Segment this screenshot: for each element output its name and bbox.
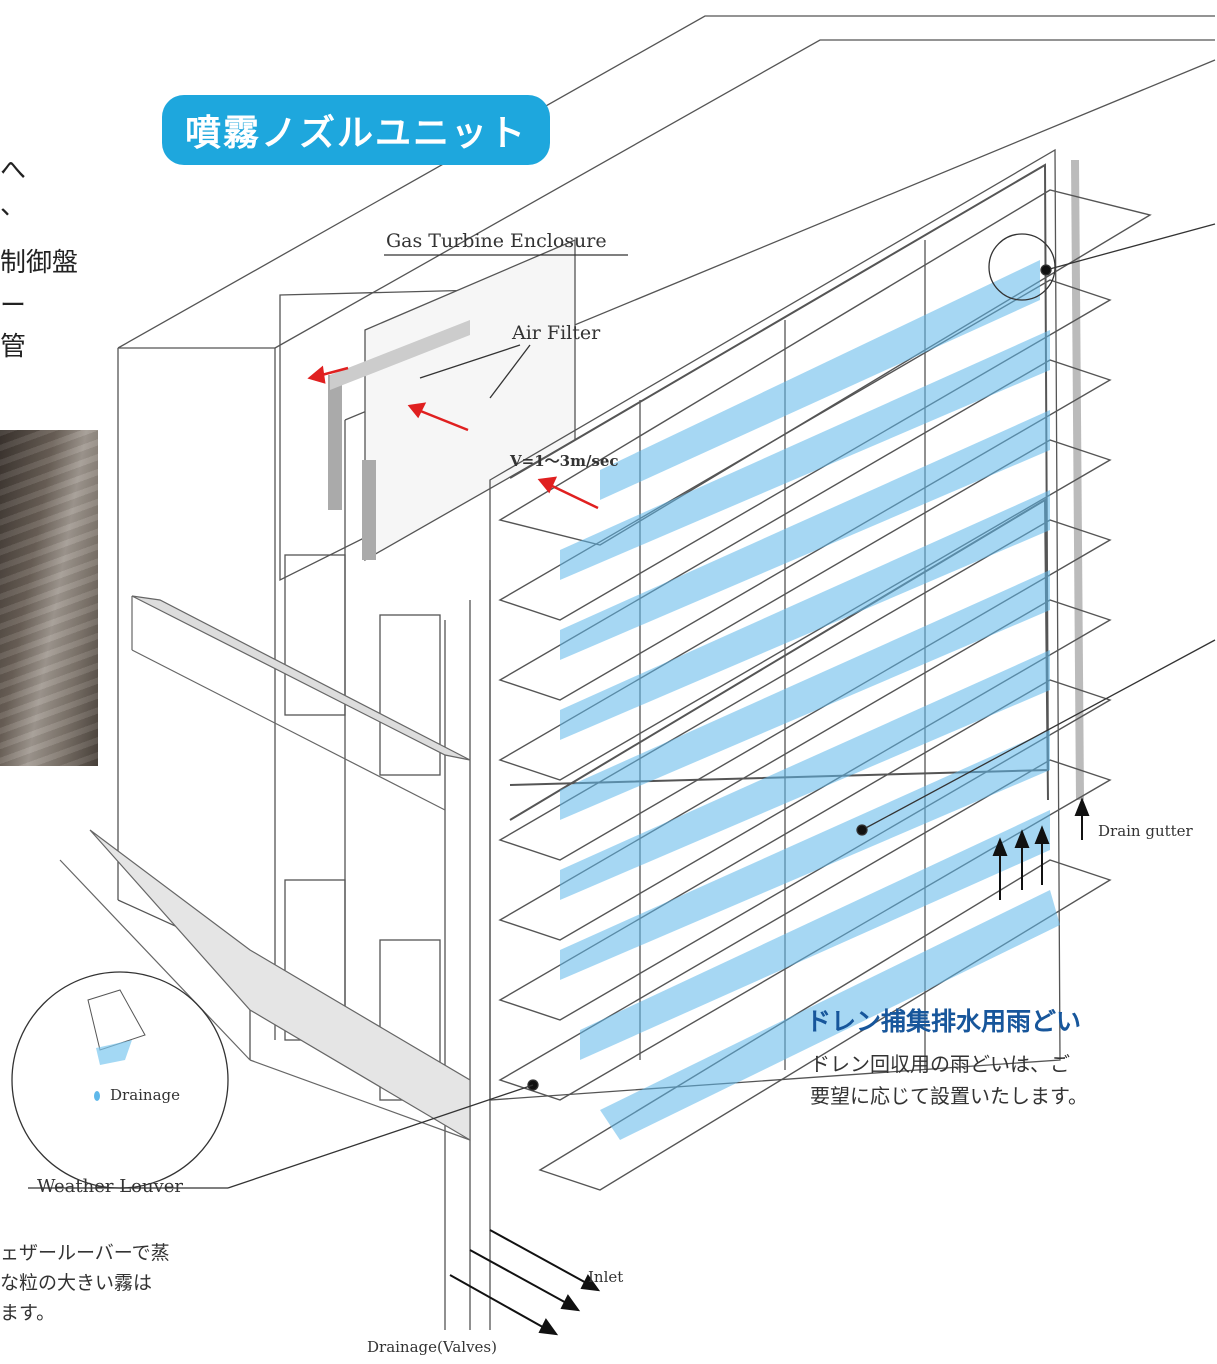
gutter-description-line-2: 要望に応じて設置いたします。 [810,1084,1088,1108]
air-filter-panels [328,320,470,560]
weather-louver-detail [87,989,146,1101]
label-drain-gutter: Drain gutter [1098,822,1193,840]
enclosure-structure [117,15,1216,1330]
left-fragment-3: 制御盤 [0,248,79,278]
louver-note-line-3: ます。 [0,1302,56,1324]
left-fragment-1: へ [0,156,27,186]
label-enclosure: Gas Turbine Enclosure [386,230,607,252]
inlet-arrows [449,797,1090,1336]
label-drainage-valves: Drainage(Valves) [367,1338,497,1356]
left-fragment-5: 管 [0,332,27,362]
detail-callouts [11,223,1216,1189]
walkway [59,595,471,1142]
spray-nozzle-unit-badge: 噴霧ノズルユニット [162,95,550,165]
airflow-arrows [307,365,599,510]
label-velocity: V=1～3m/sec [510,452,619,470]
left-fragment-2: 、 [0,191,27,221]
nozzle-header-pipes [498,189,1152,1191]
spray-mist [560,260,1060,1140]
label-weather-louver: Weather Louver [37,1176,184,1197]
label-drainage: Drainage [110,1086,181,1104]
spray-photo [0,430,98,766]
label-air-filter: Air Filter [512,322,601,344]
louver-note-line-1: ェザールーバーで蒸 [0,1242,170,1264]
louver-note-line-2: な粒の大きい霧は [0,1272,153,1294]
left-fragment-4: ー [0,291,27,321]
gutter-description-line-1: ドレン回収用の雨どいは、ご [810,1052,1070,1076]
label-inlet: Inlet [588,1268,624,1286]
gutter-section-title: ドレン捕集排水用雨どい [806,1007,1082,1036]
